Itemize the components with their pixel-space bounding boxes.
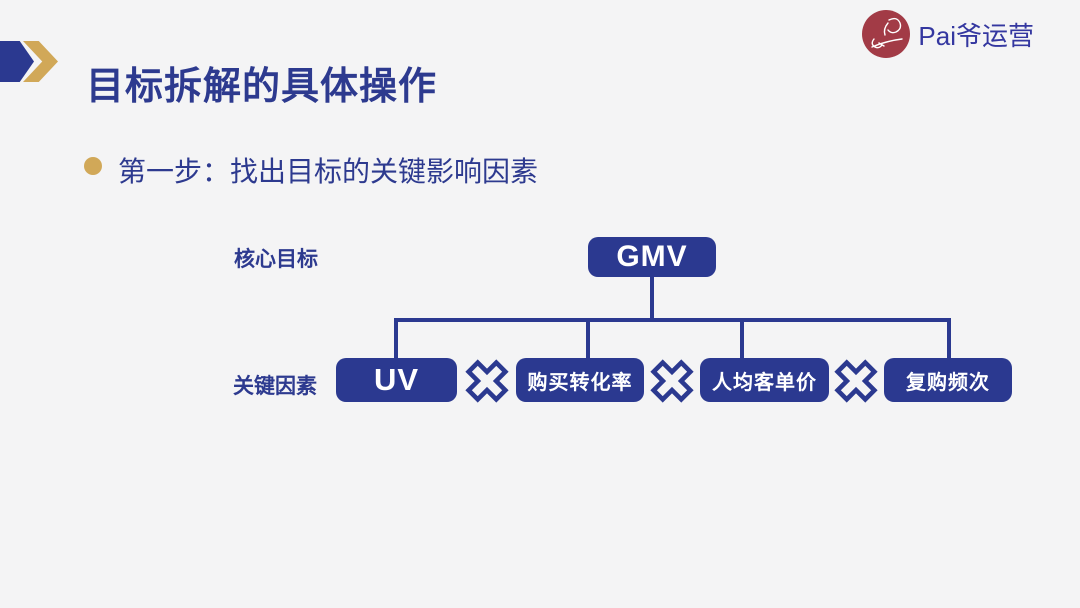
brand-logo-icon xyxy=(862,10,911,58)
page-title: 目标拆解的具体操作 xyxy=(86,66,438,109)
connector-horizontal xyxy=(394,318,951,322)
connector-drop-avg-order xyxy=(740,320,744,358)
multiply-icon xyxy=(465,359,509,403)
node-repurchase-frequency: 复购频次 xyxy=(884,358,1012,402)
key-factors-label: 关键因素 xyxy=(233,375,317,398)
step-label: 第一步：找出目标的关键影响因素 xyxy=(118,156,539,187)
connector-drop-uv xyxy=(394,320,398,358)
node-uv: UV xyxy=(336,358,457,402)
node-avg-order-value: 人均客单价 xyxy=(700,358,829,402)
brand-name: Pai爷运营 xyxy=(918,20,1034,51)
node-gmv: GMV xyxy=(588,237,716,277)
connector-drop-repurchase xyxy=(947,320,951,358)
reclining-figure-sketch-icon xyxy=(871,17,904,49)
node-purchase-conversion: 购买转化率 xyxy=(516,358,644,402)
multiply-icon xyxy=(650,359,694,403)
core-goal-label: 核心目标 xyxy=(234,248,318,271)
brand-logo-group: Pai爷运营 xyxy=(862,10,1034,58)
connector-drop-conversion xyxy=(586,320,590,358)
bullet-dot-icon xyxy=(84,157,102,175)
connector-gmv-stub xyxy=(650,276,654,320)
multiply-icon xyxy=(834,359,878,403)
